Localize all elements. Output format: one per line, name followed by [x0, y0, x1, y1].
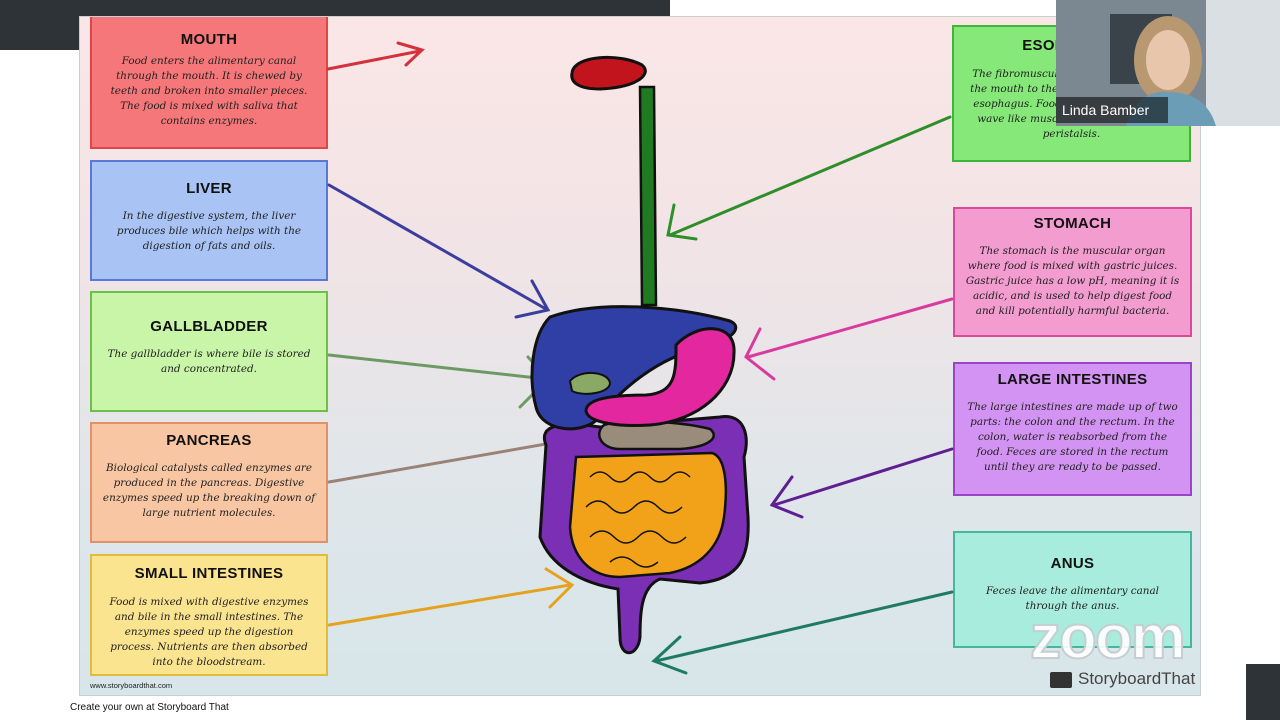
card-mouth: MOUTH Food enters the alimentary canal t…	[90, 17, 328, 149]
card-title: LIVER	[186, 180, 232, 197]
large-intestines-arrow	[769, 447, 954, 519]
card-text: In the digestive system, the liver produ…	[116, 210, 302, 252]
gallbladder-organ	[568, 372, 612, 395]
mouth-arrow	[326, 41, 425, 71]
card-title: GALLBLADDER	[150, 318, 268, 335]
participant-name: Linda Bamber	[1056, 97, 1168, 123]
card-title: STOMACH	[1033, 215, 1112, 232]
card-pancreas: PANCREAS Biological catalysts called enz…	[90, 422, 328, 543]
card-title: LARGE INTESTINES	[997, 371, 1148, 388]
card-title: ANUS	[1050, 555, 1095, 572]
card-anus: ANUS Feces leave the alimentary canal th…	[953, 531, 1192, 648]
stomach-organ	[584, 327, 736, 427]
mouth-organ	[570, 55, 647, 91]
card-title: PANCREAS	[166, 432, 252, 449]
esophagus-arrow	[666, 115, 952, 241]
card-large-intestines: LARGE INTESTINES The large intestines ar…	[953, 362, 1192, 496]
card-liver: LIVER In the digestive system, the liver…	[90, 160, 328, 281]
stomach-arrow	[744, 297, 954, 381]
card-title: MOUTH	[180, 31, 238, 48]
small-intestine-coils	[585, 471, 691, 568]
card-text: Biological catalysts called enzymes are …	[102, 462, 316, 519]
card-title: SMALL INTESTINES	[134, 565, 284, 582]
gallbladder-arrow	[327, 353, 551, 409]
card-text: The large intestines are made up of two …	[967, 401, 1178, 473]
digestive-system-illustration	[326, 41, 954, 675]
zoom-logo: zoom	[1029, 603, 1187, 672]
card-text: Food enters the alimentary canal through…	[110, 55, 308, 127]
site-watermark: www.storyboardthat.com	[90, 681, 173, 690]
small-intestine-organ	[568, 451, 728, 579]
pointer-arrows	[326, 41, 954, 675]
brand-watermark: StoryboardThat	[1050, 669, 1195, 689]
storyboard-footer-link[interactable]: Create your own at Storyboard That	[70, 702, 229, 713]
card-stomach: STOMACH The stomach is the muscular orga…	[953, 207, 1192, 337]
card-text: The gallbladder is where bile is stored …	[107, 348, 311, 375]
slide: MOUTH Food enters the alimentary canal t…	[79, 16, 1201, 696]
brand-name: StoryboardThat	[1078, 669, 1196, 688]
anus-arrow	[651, 590, 954, 675]
esophagus-organ	[638, 85, 658, 307]
card-gallbladder: GALLBLADDER The gallbladder is where bil…	[90, 291, 328, 412]
corner-dark-block	[1246, 664, 1280, 720]
card-text: The stomach is the muscular organ where …	[965, 245, 1180, 317]
card-text: Feces leave the alimentary canal through…	[986, 585, 1159, 612]
storyboardthat-logo-icon	[1050, 671, 1072, 688]
small-intestines-arrow	[327, 567, 575, 627]
card-small-intestines: SMALL INTESTINES Food is mixed with dige…	[90, 554, 328, 676]
card-text: Food is mixed with digestive enzymes and…	[109, 596, 309, 668]
liver-arrow	[327, 183, 551, 319]
